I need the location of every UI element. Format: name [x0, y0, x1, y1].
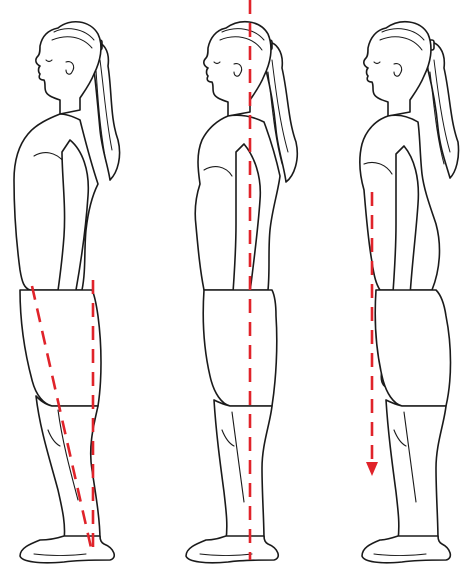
head [364, 22, 431, 116]
figure-sway-back [14, 22, 120, 563]
figure-upright [186, 0, 297, 563]
hips [20, 290, 101, 406]
legs [386, 400, 446, 540]
legs [36, 396, 100, 540]
hips [375, 290, 450, 406]
head [204, 22, 271, 116]
head [36, 22, 101, 114]
feet [186, 536, 278, 563]
feet [20, 536, 114, 563]
arrowhead-icon [366, 462, 378, 476]
figure-lordosis [360, 22, 459, 563]
legs [214, 400, 272, 540]
hips [203, 290, 277, 406]
feet [362, 536, 450, 563]
